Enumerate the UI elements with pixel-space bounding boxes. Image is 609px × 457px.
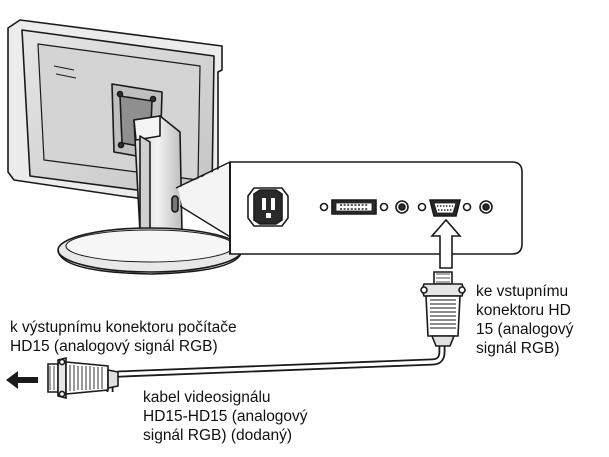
computer-output-label-line: k výstupnímu konektoru počítače [10, 319, 237, 336]
insert-arrow [430, 218, 462, 269]
cable-label-line: signál RGB) (dodaný) [143, 427, 293, 444]
monitor-input-label-line: 15 (analogový [476, 321, 574, 338]
computer-output-label-line: HD15 (analogový signál RGB) [10, 338, 218, 355]
dvi-input-port [319, 199, 409, 215]
hd15-input-port [417, 199, 493, 217]
cable-label-line: kabel videosignálu [143, 389, 271, 406]
monitor-input-label-line: signál RGB) [476, 340, 560, 357]
monitor-input-label: ke vstupnímu konektoru HD 15 (analogový … [476, 282, 573, 358]
monitor-stand [57, 115, 243, 275]
cable-connector-monitor [420, 271, 466, 347]
monitor-rear-view [7, 19, 243, 275]
cable-label: kabel videosignálu HD15-HD15 (analogový … [143, 388, 308, 445]
computer-output-label: k výstupnímu konektoru počítače HD15 (an… [10, 318, 237, 356]
to-computer-arrow [6, 371, 38, 389]
cable-connector-computer [47, 356, 119, 400]
connector-panel-callout [175, 161, 523, 269]
ac-power-inlet [247, 187, 289, 227]
monitor-input-label-line: ke vstupnímu [476, 283, 569, 300]
monitor-input-label-line: konektoru HD [476, 302, 571, 319]
cable-label-line: HD15-HD15 (analogový [143, 408, 308, 425]
